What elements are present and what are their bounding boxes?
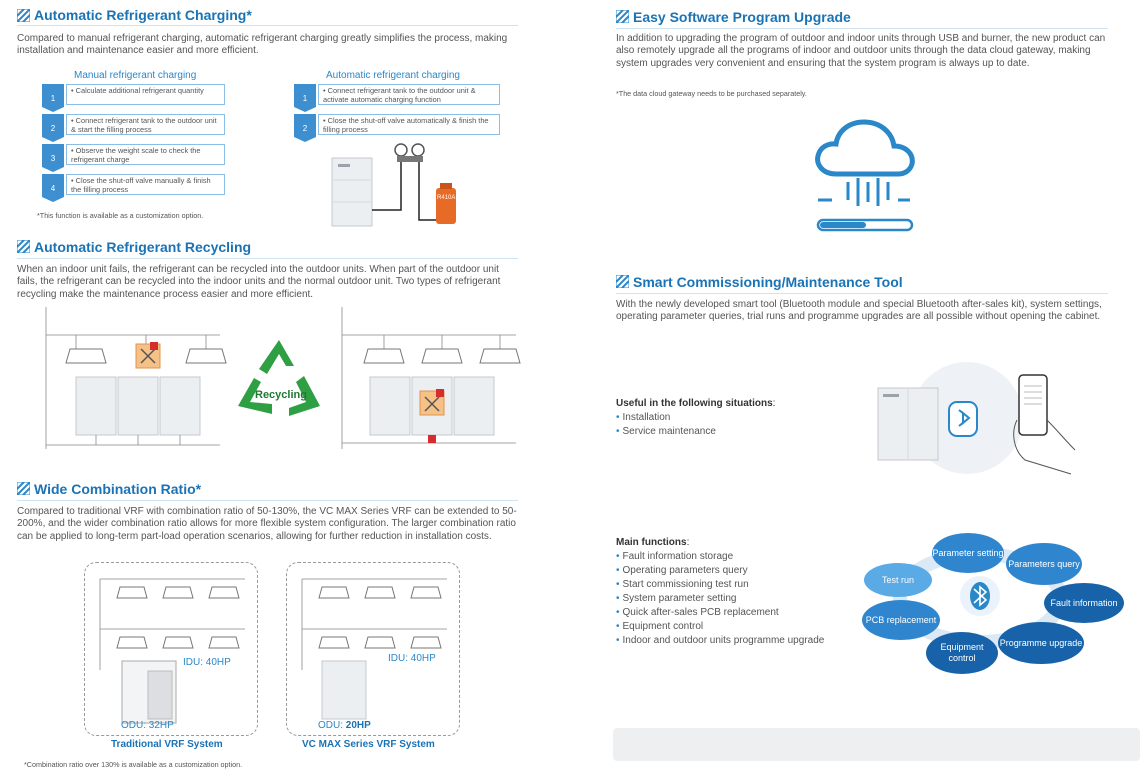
upgrade-body: In addition to upgrading the program of …: [616, 33, 1106, 69]
main-functions-list: •Fault information storage •Operating pa…: [616, 550, 824, 648]
list-item: •Service maintenance: [616, 426, 716, 437]
list-item: •Indoor and outdoor units programme upgr…: [616, 635, 825, 646]
manual-step-number: 2: [42, 114, 64, 142]
list-item: •Equipment control: [616, 621, 704, 632]
list-item: •Start commissioning test run: [616, 579, 749, 590]
footer-band: [613, 728, 1140, 761]
vc-max-system-frame: [286, 562, 460, 736]
divider: [17, 500, 518, 501]
cloud-upload-icon: [815, 119, 915, 232]
bluetooth-tool-illustration: [877, 362, 1076, 475]
divider: [17, 25, 518, 26]
manual-step-number: 1: [42, 84, 64, 112]
upgrade-footnote: *The data cloud gateway needs to be purc…: [616, 89, 807, 98]
manual-step-text: • Close the shut-off valve manually & fi…: [66, 174, 225, 195]
list-item: •System parameter setting: [616, 593, 737, 604]
list-item: •Fault information storage: [616, 551, 734, 562]
main-heading: Main functions:: [616, 537, 690, 548]
vc-max-system-diagram: [301, 578, 447, 720]
stripe-icon: [17, 240, 30, 253]
tank-label: R410A: [437, 195, 456, 201]
traditional-system-diagram: [99, 578, 245, 724]
divider: [17, 258, 518, 259]
stripe-icon: [17, 482, 30, 495]
auto-heading: Automatic refrigerant charging: [326, 70, 460, 81]
vc-max-system-name: VC MAX Series VRF System: [302, 739, 435, 750]
list-item: •Quick after-sales PCB replacement: [616, 607, 779, 618]
bubble-parameters-query: Parameters query: [1006, 543, 1082, 585]
bubble-pcb-replacement: PCB replacement: [862, 600, 940, 640]
stripe-icon: [616, 10, 629, 23]
vc-max-idu-label: IDU: 40HP: [388, 653, 436, 664]
traditional-system-frame: [84, 562, 258, 736]
manual-heading: Manual refrigerant charging: [74, 70, 197, 81]
tool-body: With the newly developed smart tool (Blu…: [616, 299, 1102, 323]
bubble-equipment-control: Equipment control: [926, 632, 998, 674]
traditional-odu-label: ODU: 32HP: [121, 720, 174, 731]
useful-list: •Installation •Service maintenance: [616, 411, 716, 439]
charging-footnote: *This function is available as a customi…: [37, 211, 204, 220]
list-item: •Installation: [616, 412, 671, 423]
charging-title: Automatic Refrigerant Charging*: [34, 7, 252, 23]
bubble-programme-upgrade: Programme upgrade: [998, 622, 1084, 664]
recycling-title: Automatic Refrigerant Recycling: [34, 239, 252, 255]
traditional-idu-label: IDU: 40HP: [183, 657, 231, 668]
recycling-body: When an indoor unit fails, the refrigera…: [17, 264, 501, 300]
auto-step-text: • Close the shut-off valve automatically…: [318, 114, 500, 135]
manual-step-number: 4: [42, 174, 64, 202]
charging-illustration: [331, 143, 456, 227]
combination-footnote: *Combination ratio over 130% is availabl…: [24, 760, 243, 769]
bubble-test-run: Test run: [864, 563, 932, 597]
combination-title: Wide Combination Ratio*: [34, 481, 202, 497]
charging-body: Compared to manual refrigerant charging,…: [17, 33, 508, 57]
upgrade-title: Easy Software Program Upgrade: [633, 9, 851, 25]
manual-step-text: • Connect refrigerant tank to the outdoo…: [66, 114, 225, 135]
list-item: •Operating parameters query: [616, 565, 748, 576]
manual-step-text: • Calculate additional refrigerant quant…: [66, 84, 225, 105]
stripe-icon: [616, 275, 629, 288]
manual-step-text: • Observe the weight scale to check the …: [66, 144, 225, 165]
recycling-badge: Recycling: [255, 389, 307, 401]
vc-max-odu-label: ODU: 20HP: [318, 720, 371, 731]
traditional-system-name: Traditional VRF System: [111, 739, 223, 750]
tool-title: Smart Commissioning/Maintenance Tool: [633, 274, 903, 290]
divider: [616, 293, 1108, 294]
recycling-diagram-idu-fault: [45, 307, 227, 449]
recycle-icon: [238, 340, 320, 416]
bubble-fault-information: Fault information: [1044, 583, 1124, 623]
useful-heading: Useful in the following situations:: [616, 398, 776, 409]
manual-step-number: 3: [42, 144, 64, 172]
bubble-parameter-setting: Parameter setting: [932, 533, 1004, 573]
auto-step-text: • Connect refrigerant tank to the outdoo…: [318, 84, 500, 105]
auto-step-number: 1: [294, 84, 316, 112]
auto-step-number: 2: [294, 114, 316, 142]
recycling-diagram-odu-fault: [341, 307, 521, 449]
divider: [616, 28, 1108, 29]
combination-body: Compared to traditional VRF with combina…: [17, 506, 517, 542]
stripe-icon: [17, 9, 30, 22]
